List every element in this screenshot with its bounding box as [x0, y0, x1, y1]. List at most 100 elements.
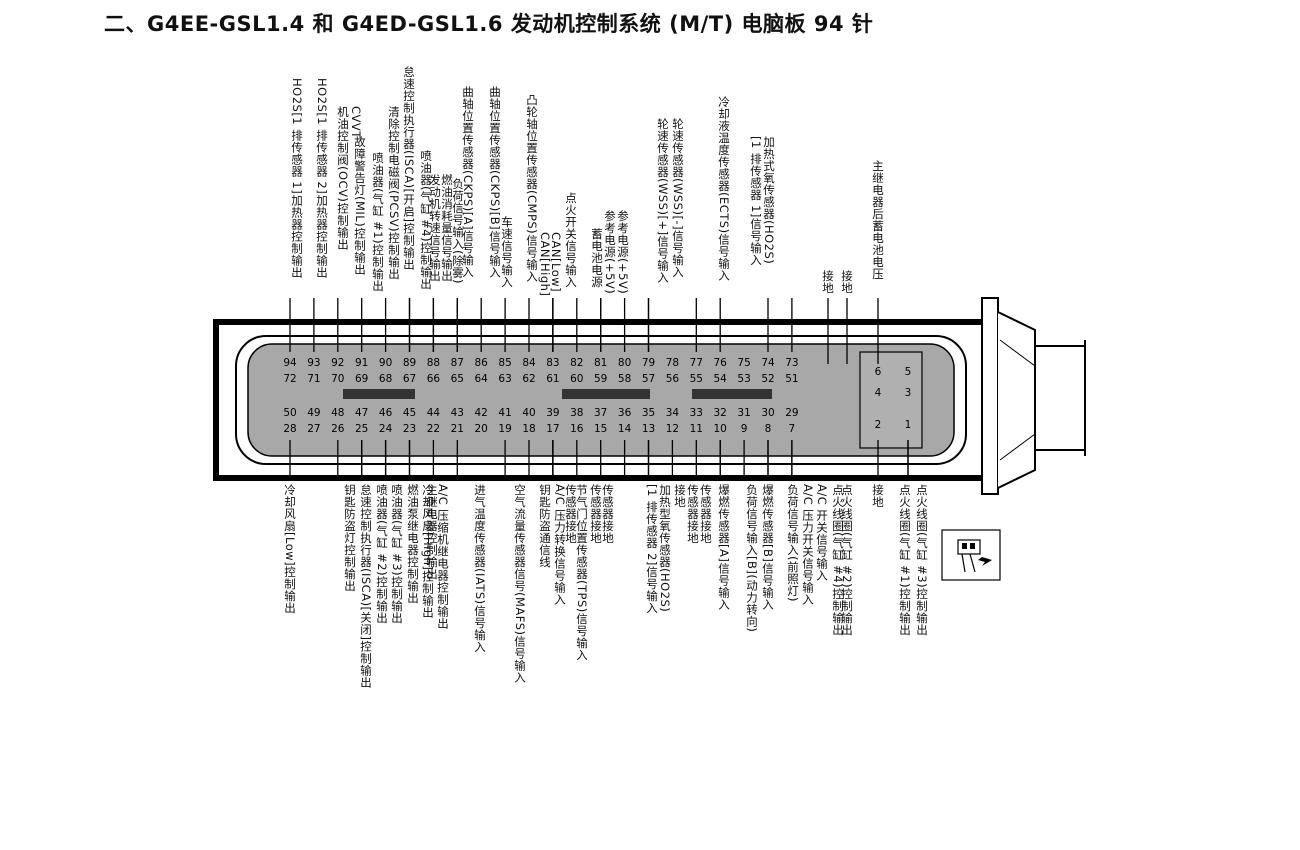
ecu-connector [213, 297, 1086, 495]
bottom-pin-label: 主继电器控制输出 [425, 484, 439, 580]
pin-number: 55 [690, 373, 703, 385]
bottom-pin-label: 传感器接地 [564, 484, 578, 544]
bottom-pin-label: A/C 开关信号输入 [815, 484, 829, 581]
pin-label-line: 车速信号输入 [500, 216, 514, 288]
pin-label-line: 点火线圈(气缸 #3)控制输出 [915, 484, 929, 637]
page-title: 二、G4EE-GSL1.4 和 G4ED-GSL1.6 发动机控制系统 (M/T… [104, 12, 874, 36]
pin-label-line: 喷油器(气缸 #2)控制输出 [375, 484, 389, 625]
pin-number: 85 [498, 357, 511, 369]
pin-number: 80 [618, 357, 631, 369]
bottom-pin-label: 传感器接地 [589, 484, 603, 544]
pin-label-line: 传感器接地 [699, 484, 713, 544]
pin-number: 75 [737, 357, 750, 369]
pin-number: 88 [427, 357, 440, 369]
pin-label-line: 节气门位置传感器(TPS)信号输入 [575, 484, 589, 661]
pin-number: 9 [741, 423, 748, 435]
pin-number: 62 [522, 373, 535, 385]
pin-number: 27 [307, 423, 320, 435]
pin-label-line: 接地 [673, 484, 687, 508]
bottom-pin-label: 燃油泵继电器控制输出 [406, 484, 420, 604]
top-pin-label: 蓄电池电源 [590, 228, 604, 288]
pin-number: 86 [475, 357, 489, 369]
pin-number: 69 [355, 373, 368, 385]
pin-number: 24 [379, 423, 393, 435]
pin-number: 90 [379, 357, 392, 369]
pin-label-line: 曲轴位置传感器(CKPS)[A]信号输入 [461, 86, 475, 279]
top-pin-label: HO2S[1 排传感器 1]加热器控制输出 [290, 78, 304, 279]
pin-number: 10 [714, 423, 727, 435]
pin-number: 39 [546, 407, 559, 419]
pin-number: 74 [761, 357, 775, 369]
side-pin-number: 1 [905, 419, 912, 431]
top-pin-label: 主继电器后蓄电池电压 [871, 160, 885, 280]
leader-lines [289, 298, 909, 480]
bottom-pin-label: A/C 压力转换信号输入 [553, 484, 567, 605]
side-pin-number: 5 [905, 366, 912, 378]
pin-number: 26 [331, 423, 345, 435]
top-pin-label: 接地 [840, 270, 854, 294]
bottom-pin-label: A/C 压缩机继电器控制输出 [436, 484, 450, 629]
top-pin-label: 轮速传感器(WSS)[+]信号输入 [656, 118, 670, 284]
side-pin-number: 4 [875, 387, 882, 399]
pin-number: 43 [451, 407, 464, 419]
pin-label-line: 钥匙防盗通信线 [538, 484, 552, 568]
pin-number: 51 [785, 373, 798, 385]
pin-number: 21 [451, 423, 464, 435]
pin-label-line: CAN[Low] [549, 232, 563, 293]
pin-number: 83 [546, 357, 559, 369]
pin-label-line: 冷却风扇[High]控制输出 [421, 484, 435, 619]
pin-number: 38 [570, 407, 583, 419]
pin-number: 28 [283, 423, 296, 435]
top-pin-label: 燃油消耗量信号输出 [440, 174, 454, 282]
pin-number: 81 [594, 357, 607, 369]
top-pin-label: 发动机转速信号输出 [428, 174, 442, 282]
pin-label-line: 加热型氧传感器(HO2S) [658, 484, 672, 613]
pin-number: 50 [283, 407, 296, 419]
top-pin-label: 车速信号输入 [500, 216, 514, 288]
pin-number: 76 [714, 357, 728, 369]
pin-number: 36 [618, 407, 632, 419]
pin-label-line: HO2S[1 排传感器 2]加热器控制输出 [315, 78, 329, 279]
pin-label-line: 轮速传感器(WSS)[-]信号输入 [671, 118, 685, 279]
pin-number: 31 [737, 407, 750, 419]
top-pin-label: 点火开关信号输入 [564, 192, 578, 288]
pin-label-line: 点火线圈(气缸 #2)控制输出 [840, 484, 854, 637]
pin-label-line: 冷却风扇[Low]控制输出 [283, 484, 297, 615]
bottom-pin-label: 爆燃传感器[A]信号输入 [717, 484, 731, 610]
pin-label-line: CAN[High] [538, 232, 552, 297]
bottom-pin-label: 进气温度传感器(IATS)信号输入 [473, 484, 487, 653]
pin-label-line: 传感器接地 [601, 484, 615, 544]
pin-number: 34 [666, 407, 680, 419]
pin-number: 65 [451, 373, 464, 385]
pin-number: 45 [403, 407, 416, 419]
pin-number: 49 [307, 407, 320, 419]
pin-number: 91 [355, 357, 368, 369]
top-pin-label: 怠速控制执行器(ISCA)[开启]控制输出 [402, 66, 416, 271]
pin-label-line: A/C 压力开关信号输入 [801, 484, 815, 606]
pin-number: 82 [570, 357, 583, 369]
pin-label-line: 机油控制阀(OCV)控制输出 [336, 106, 350, 251]
bottom-pin-label: 点火线圈(气缸 #1)控制输出 [898, 484, 912, 636]
side-pin-number: 3 [905, 387, 912, 399]
pin-number: 30 [761, 407, 774, 419]
pin-number: 77 [690, 357, 703, 369]
pin-number: 22 [427, 423, 440, 435]
pin-number: 70 [331, 373, 344, 385]
pin-label-line: 负荷信号输入(除雾) [451, 178, 465, 284]
pin-label-line: 接地 [840, 270, 854, 294]
bottom-pin-label: 负荷信号输入[B](动力转向) [745, 484, 759, 632]
pin-number: 57 [642, 373, 655, 385]
pin-label-line: 凸轮轴位置传感器(CMPS)信号输入 [525, 94, 539, 283]
bottom-pin-label: 负荷信号输入(前照灯) [786, 484, 800, 602]
pin-label-line: 点火线圈(气缸 #4)控制输出 [831, 484, 845, 637]
bottom-pin-label: 爆燃传感器[B]信号输入 [761, 484, 775, 610]
pin-number: 94 [283, 357, 297, 369]
pin-number: 92 [331, 357, 344, 369]
pin-label-line: 发动机转速信号输出 [428, 174, 442, 282]
bottom-pin-label: 传感器接地 [699, 484, 713, 544]
pin-label-line: 钥匙防盗灯控制输出 [343, 484, 357, 592]
pin-number: 60 [570, 373, 583, 385]
pin-label-line: HO2S[1 排传感器 1]加热器控制输出 [290, 78, 304, 279]
pin-label-line: 主继电器后蓄电池电压 [871, 160, 885, 280]
